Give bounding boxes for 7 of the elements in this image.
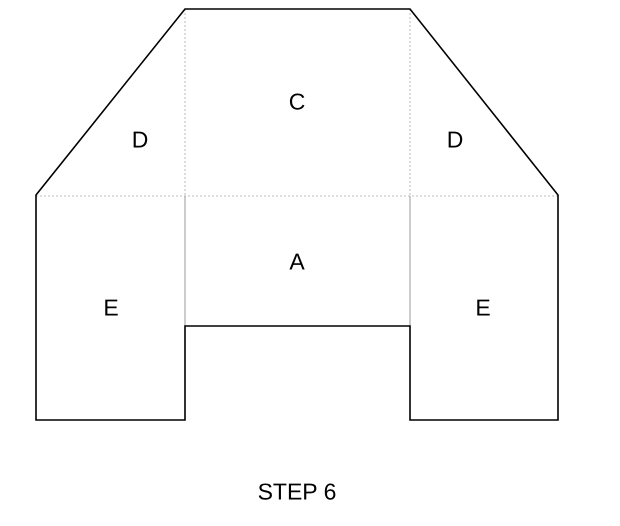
region-letter: D — [446, 128, 464, 152]
region-letter: D — [132, 128, 148, 152]
region-letter: E — [475, 296, 491, 320]
region-letter: C — [288, 90, 306, 114]
region-letter: E — [103, 296, 119, 320]
step-caption: STEP 6 — [258, 478, 336, 506]
region-letter: A — [289, 250, 305, 274]
